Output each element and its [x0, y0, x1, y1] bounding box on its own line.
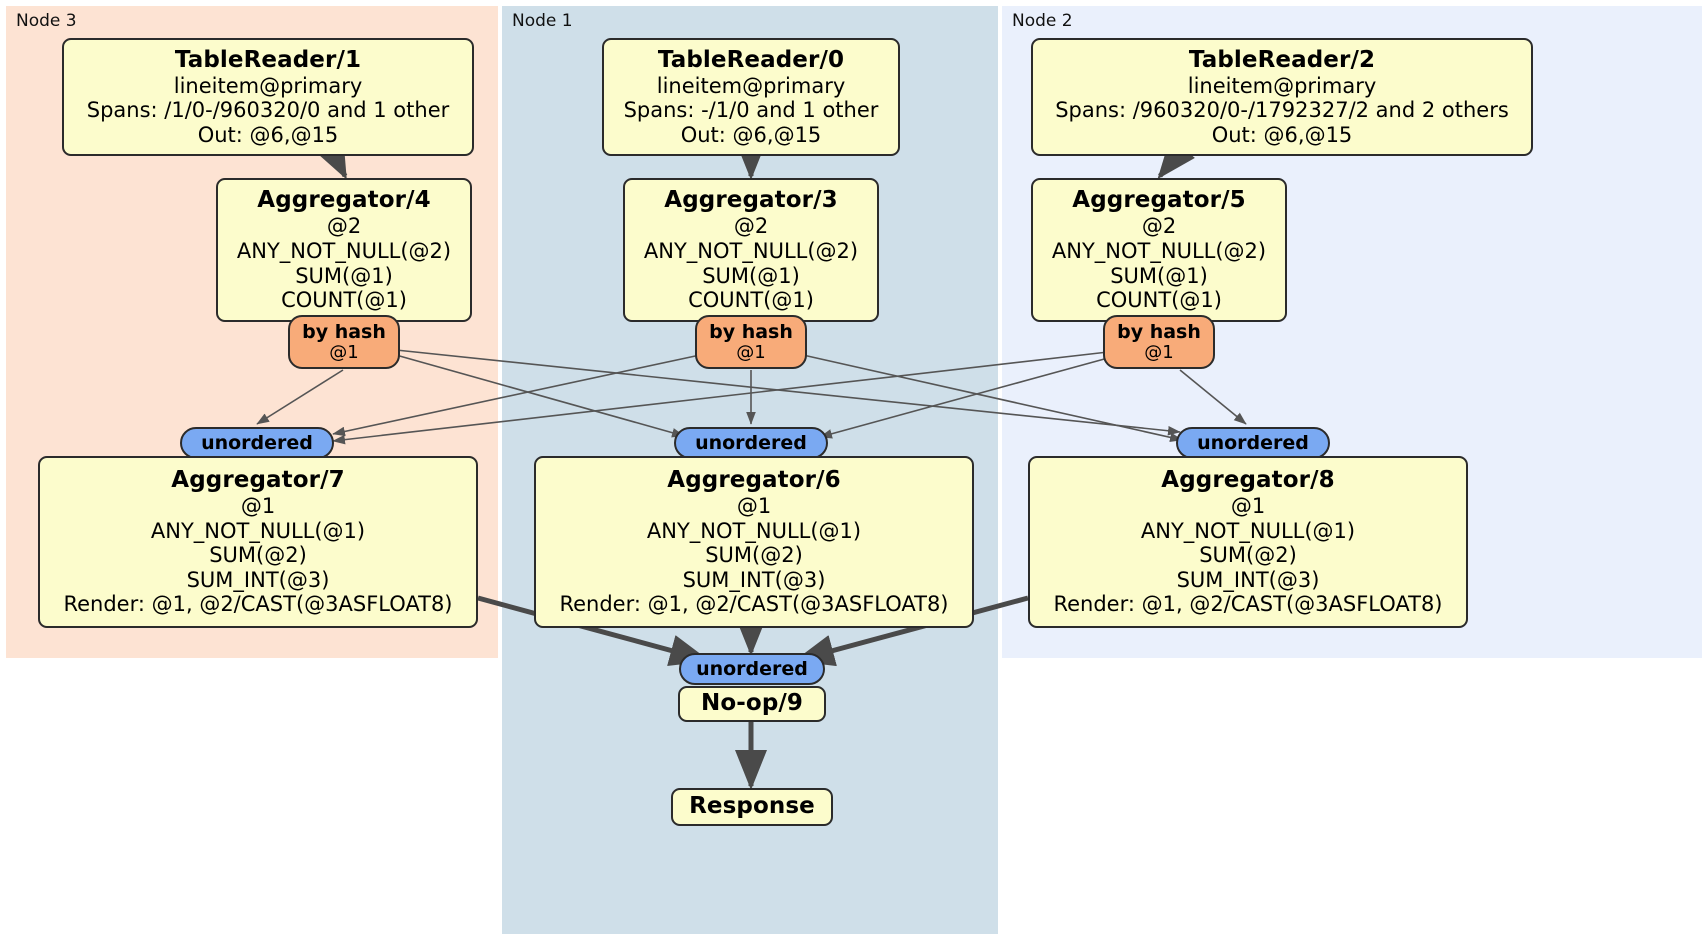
processor-title: Response	[689, 793, 815, 820]
processor-title: Aggregator/3	[664, 187, 838, 214]
processor-line: SUM(@1)	[295, 263, 393, 288]
processor-table-reader-1[interactable]: TableReader/1 lineitem@primary Spans: /1…	[62, 38, 474, 156]
processor-line: ANY_NOT_NULL(@1)	[646, 518, 862, 543]
synchronizer-unordered-aggregator-6[interactable]: unordered	[674, 427, 828, 459]
processor-aggregator-3[interactable]: Aggregator/3 @2 ANY_NOT_NULL(@2) SUM(@1)…	[623, 178, 879, 322]
processor-line: lineitem@primary	[656, 73, 846, 98]
processor-line: COUNT(@1)	[688, 288, 814, 313]
processor-title: Aggregator/8	[1161, 467, 1335, 494]
processor-aggregator-6[interactable]: Aggregator/6 @1 ANY_NOT_NULL(@1) SUM(@2)…	[534, 456, 974, 628]
processor-line: ANY_NOT_NULL(@2)	[236, 239, 452, 263]
hash-router-aggregator-3[interactable]: by hash @1	[695, 315, 807, 369]
processor-line: lineitem@primary	[1187, 73, 1377, 98]
hash-router-column: @1	[329, 341, 359, 363]
processor-title: Aggregator/7	[171, 467, 345, 494]
synchronizer-unordered-aggregator-7[interactable]: unordered	[180, 427, 334, 459]
node-label-node2: Node 2	[1012, 11, 1073, 31]
processor-line: Out: @6,@15	[1211, 122, 1353, 147]
hash-router-column: @1	[736, 341, 766, 363]
hash-router-label: by hash	[302, 320, 386, 343]
processor-title: TableReader/0	[657, 46, 845, 73]
processor-line: SUM_INT(@3)	[1176, 567, 1320, 592]
processor-line: lineitem@primary	[173, 73, 363, 98]
processor-aggregator-5[interactable]: Aggregator/5 @2 ANY_NOT_NULL(@2) SUM(@1)…	[1031, 178, 1287, 322]
synchronizer-label: unordered	[695, 431, 807, 454]
processor-title: TableReader/1	[174, 46, 362, 73]
processor-line: @1	[736, 494, 772, 519]
synchronizer-unordered-final[interactable]: unordered	[679, 653, 825, 685]
processor-aggregator-8[interactable]: Aggregator/8 @1 ANY_NOT_NULL(@1) SUM(@2)…	[1028, 456, 1468, 628]
synchronizer-label: unordered	[201, 431, 313, 454]
processor-line: Render: @1, @2/CAST(@3ASFLOAT8)	[559, 592, 949, 617]
processor-response[interactable]: Response	[671, 788, 833, 826]
processor-aggregator-4[interactable]: Aggregator/4 @2 ANY_NOT_NULL(@2) SUM(@1)…	[216, 178, 472, 322]
processor-line: SUM_INT(@3)	[682, 567, 826, 592]
processor-line: Spans: -/1/0 and 1 other	[623, 98, 879, 123]
node-label-node3: Node 3	[16, 11, 77, 31]
processor-line: COUNT(@1)	[1096, 288, 1222, 313]
synchronizer-label: unordered	[1197, 431, 1309, 454]
node-label-node1: Node 1	[512, 11, 573, 31]
processor-line: Out: @6,@15	[197, 122, 339, 147]
processor-title: Aggregator/4	[257, 187, 431, 214]
processor-line: SUM(@2)	[1199, 543, 1297, 568]
processor-line: SUM_INT(@3)	[186, 567, 330, 592]
processor-line: SUM(@1)	[702, 263, 800, 288]
processor-line: Render: @1, @2/CAST(@3ASFLOAT8)	[63, 592, 453, 617]
processor-line: SUM(@2)	[209, 543, 307, 568]
synchronizer-label: unordered	[696, 657, 808, 680]
processor-title: Aggregator/6	[667, 467, 841, 494]
hash-router-aggregator-4[interactable]: by hash @1	[288, 315, 400, 369]
processor-title: Aggregator/5	[1072, 187, 1246, 214]
processor-line: Spans: /960320/0-/1792327/2 and 2 others	[1055, 98, 1509, 123]
hash-router-column: @1	[1144, 341, 1174, 363]
processor-line: ANY_NOT_NULL(@2)	[1051, 239, 1267, 263]
processor-line: @2	[1141, 214, 1177, 239]
processor-title: No-op/9	[701, 690, 803, 717]
processor-line: Out: @6,@15	[680, 122, 822, 147]
processor-line: SUM(@2)	[705, 543, 803, 568]
processor-noop-9[interactable]: No-op/9	[678, 686, 826, 722]
processor-line: SUM(@1)	[1110, 263, 1208, 288]
hash-router-label: by hash	[1117, 320, 1201, 343]
processor-table-reader-2[interactable]: TableReader/2 lineitem@primary Spans: /9…	[1031, 38, 1533, 156]
processor-line: ANY_NOT_NULL(@1)	[150, 518, 366, 543]
processor-aggregator-7[interactable]: Aggregator/7 @1 ANY_NOT_NULL(@1) SUM(@2)…	[38, 456, 478, 628]
processor-line: @2	[733, 214, 769, 239]
processor-line: Render: @1, @2/CAST(@3ASFLOAT8)	[1053, 592, 1443, 617]
processor-line: Spans: /1/0-/960320/0 and 1 other	[86, 98, 450, 123]
processor-table-reader-0[interactable]: TableReader/0 lineitem@primary Spans: -/…	[602, 38, 900, 156]
hash-router-aggregator-5[interactable]: by hash @1	[1103, 315, 1215, 369]
processor-line: @1	[1230, 494, 1266, 519]
hash-router-label: by hash	[709, 320, 793, 343]
processor-line: @2	[326, 214, 362, 239]
processor-line: ANY_NOT_NULL(@1)	[1140, 518, 1356, 543]
processor-title: TableReader/2	[1188, 46, 1376, 73]
processor-line: COUNT(@1)	[281, 288, 407, 313]
processor-line: ANY_NOT_NULL(@2)	[643, 239, 859, 263]
processor-line: @1	[240, 494, 276, 519]
synchronizer-unordered-aggregator-8[interactable]: unordered	[1176, 427, 1330, 459]
